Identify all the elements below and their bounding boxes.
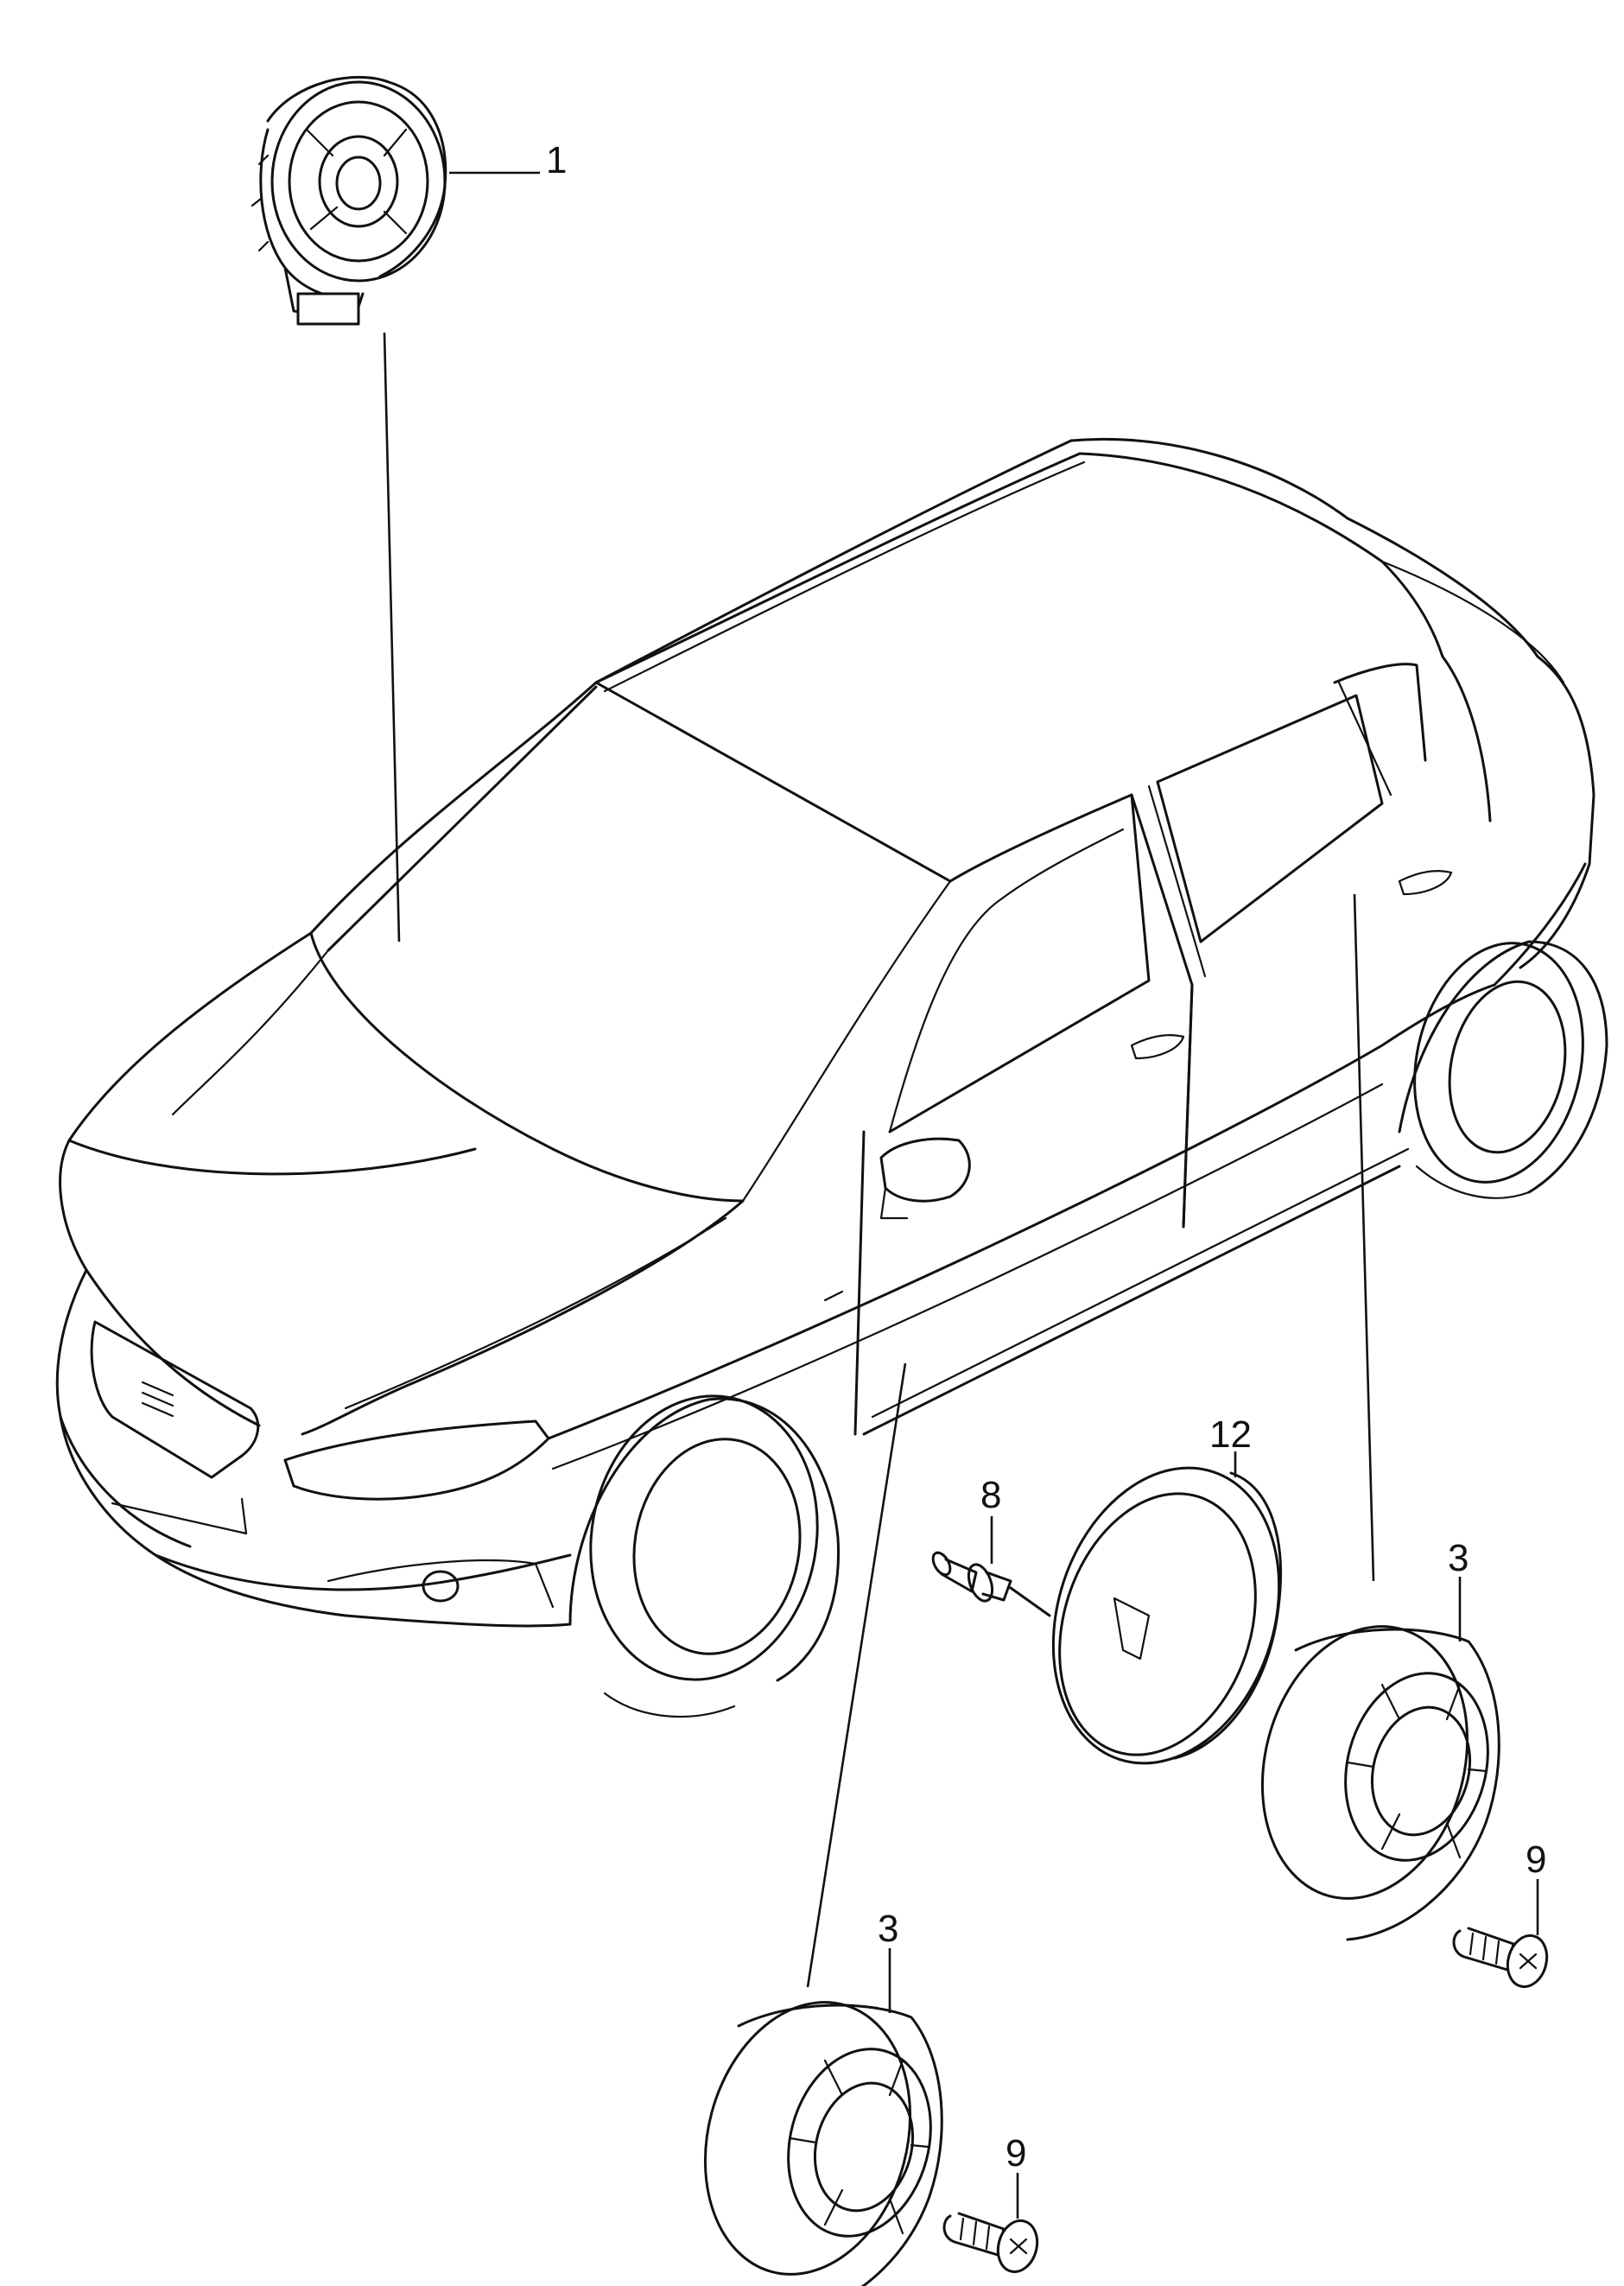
screw-right-part xyxy=(1452,1927,1549,1989)
callout-3-lower: 3 xyxy=(878,1908,898,1950)
callout-labels: 1 12 8 3 9 3 9 xyxy=(546,139,1546,2175)
leader-lines xyxy=(383,171,1539,2219)
spacer-ring-part xyxy=(1051,1466,1282,1765)
callout-9-lower: 9 xyxy=(1005,2132,1026,2175)
tweeter-speaker-part xyxy=(251,75,447,326)
door-speaker-lower-part xyxy=(703,2001,943,2286)
callout-1: 1 xyxy=(546,139,567,181)
car-illustration xyxy=(55,437,1608,1718)
screw-lower-part xyxy=(942,2212,1039,2274)
callout-12: 12 xyxy=(1209,1413,1252,1456)
callout-9-right: 9 xyxy=(1526,1838,1546,1881)
door-speaker-right-part xyxy=(1260,1625,1500,1941)
callout-8: 8 xyxy=(980,1474,1001,1516)
callout-3-right: 3 xyxy=(1448,1537,1469,1579)
rivet-part xyxy=(931,1551,1051,1617)
